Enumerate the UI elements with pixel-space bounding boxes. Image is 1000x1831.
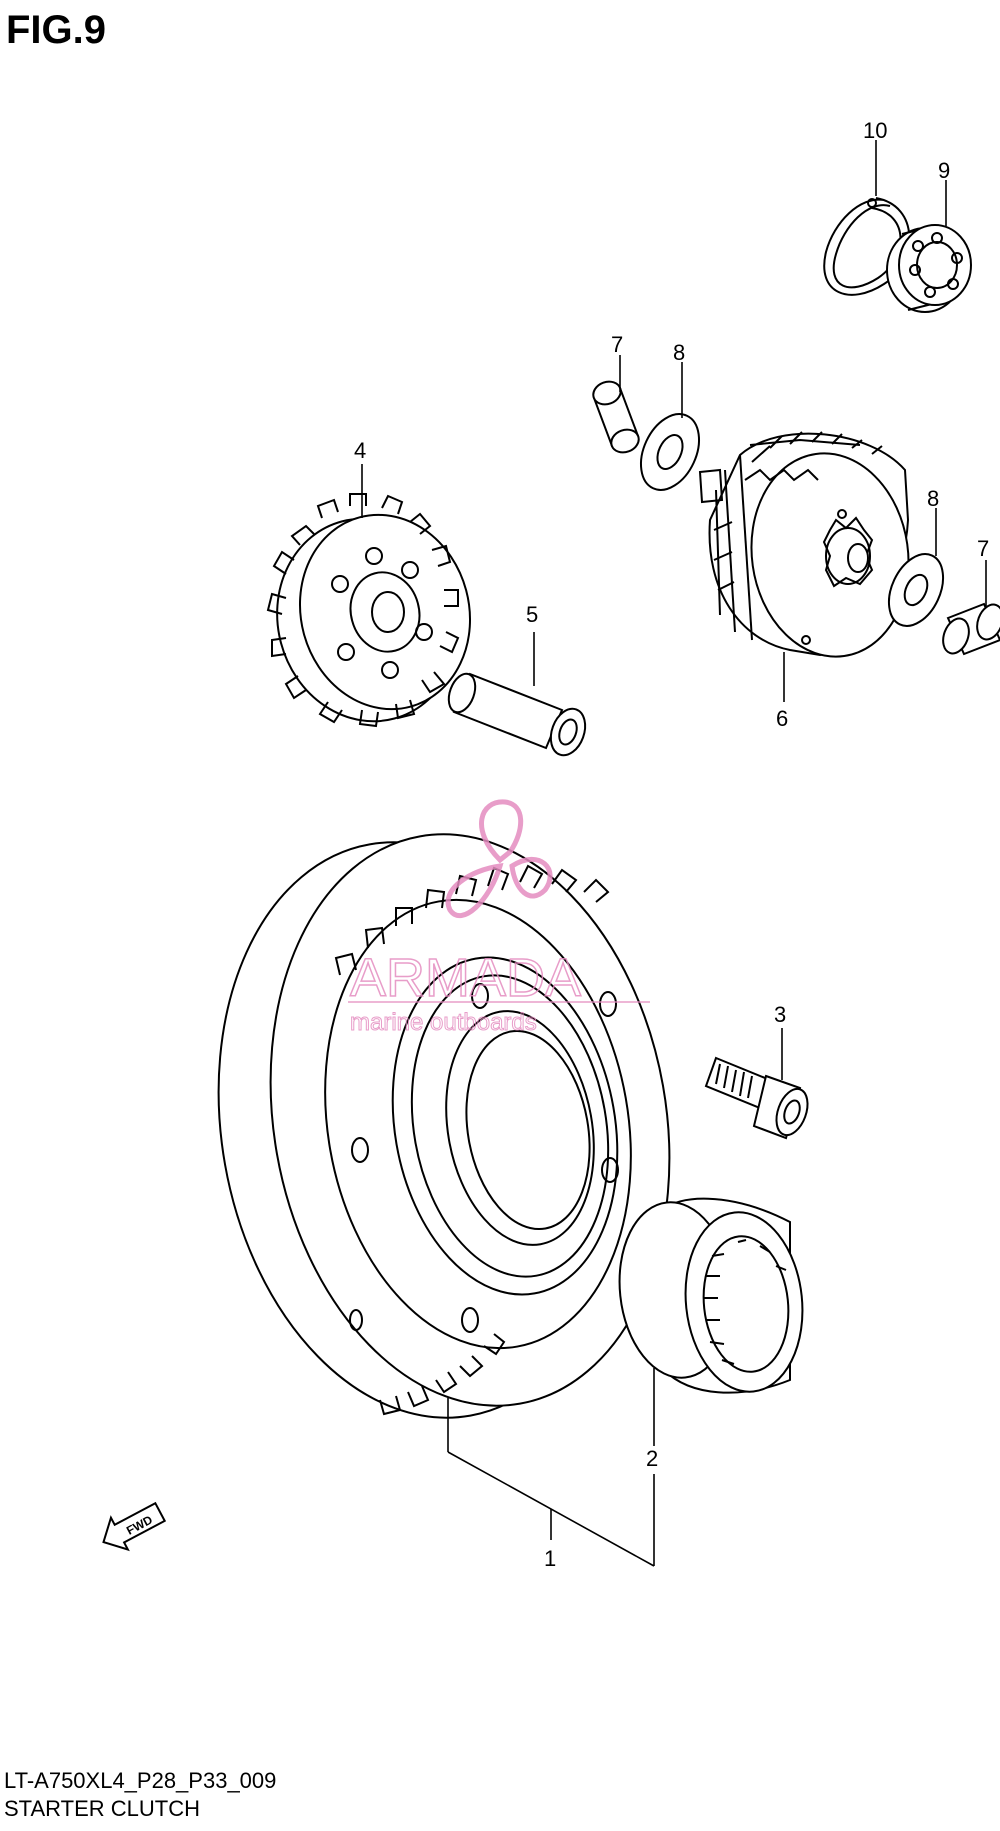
- callout-9: 9: [938, 158, 950, 183]
- washer-part-8-lower: [887, 553, 945, 627]
- callout-5: 5: [526, 602, 538, 627]
- washer-part-8-upper: [639, 413, 701, 491]
- callout-7-lower: 7: [977, 536, 989, 561]
- bolt-part-3: [704, 1056, 809, 1140]
- bearing-part-9: [886, 224, 972, 313]
- callout-10: 10: [863, 118, 887, 143]
- watermark-tagline: marine outboards: [350, 1009, 537, 1036]
- armada-watermark: ARMADA marine outboards: [348, 799, 650, 1037]
- bushing-part-7-upper: [592, 380, 640, 454]
- callout-1: 1: [544, 1546, 556, 1571]
- fwd-direction-arrow: FWD: [102, 1501, 167, 1552]
- callout-3: 3: [774, 1002, 786, 1027]
- callout-8-lower: 8: [927, 486, 939, 511]
- drawing-name: STARTER CLUTCH: [4, 1796, 200, 1821]
- shaft-part-5: [447, 672, 587, 757]
- assembly-bracket: [447, 1398, 655, 1567]
- clutch-gear-part-6: [698, 431, 910, 658]
- idle-gear-part-4: [266, 493, 472, 728]
- figure-title: FIG.9: [6, 8, 107, 52]
- watermark-brand: ARMADA: [350, 948, 581, 1008]
- drawing-code: LT-A750XL4_P28_P33_009: [4, 1768, 277, 1793]
- bushing-part-7-lower: [942, 602, 1000, 656]
- starter-driven-gear-part-1: [217, 833, 671, 1419]
- callout-4: 4: [354, 438, 366, 463]
- callout-6: 6: [776, 706, 788, 731]
- callout-8-upper: 8: [673, 340, 685, 365]
- one-way-clutch-part-2: [618, 1197, 804, 1394]
- callout-2: 2: [646, 1446, 658, 1471]
- callout-7-upper: 7: [611, 332, 623, 357]
